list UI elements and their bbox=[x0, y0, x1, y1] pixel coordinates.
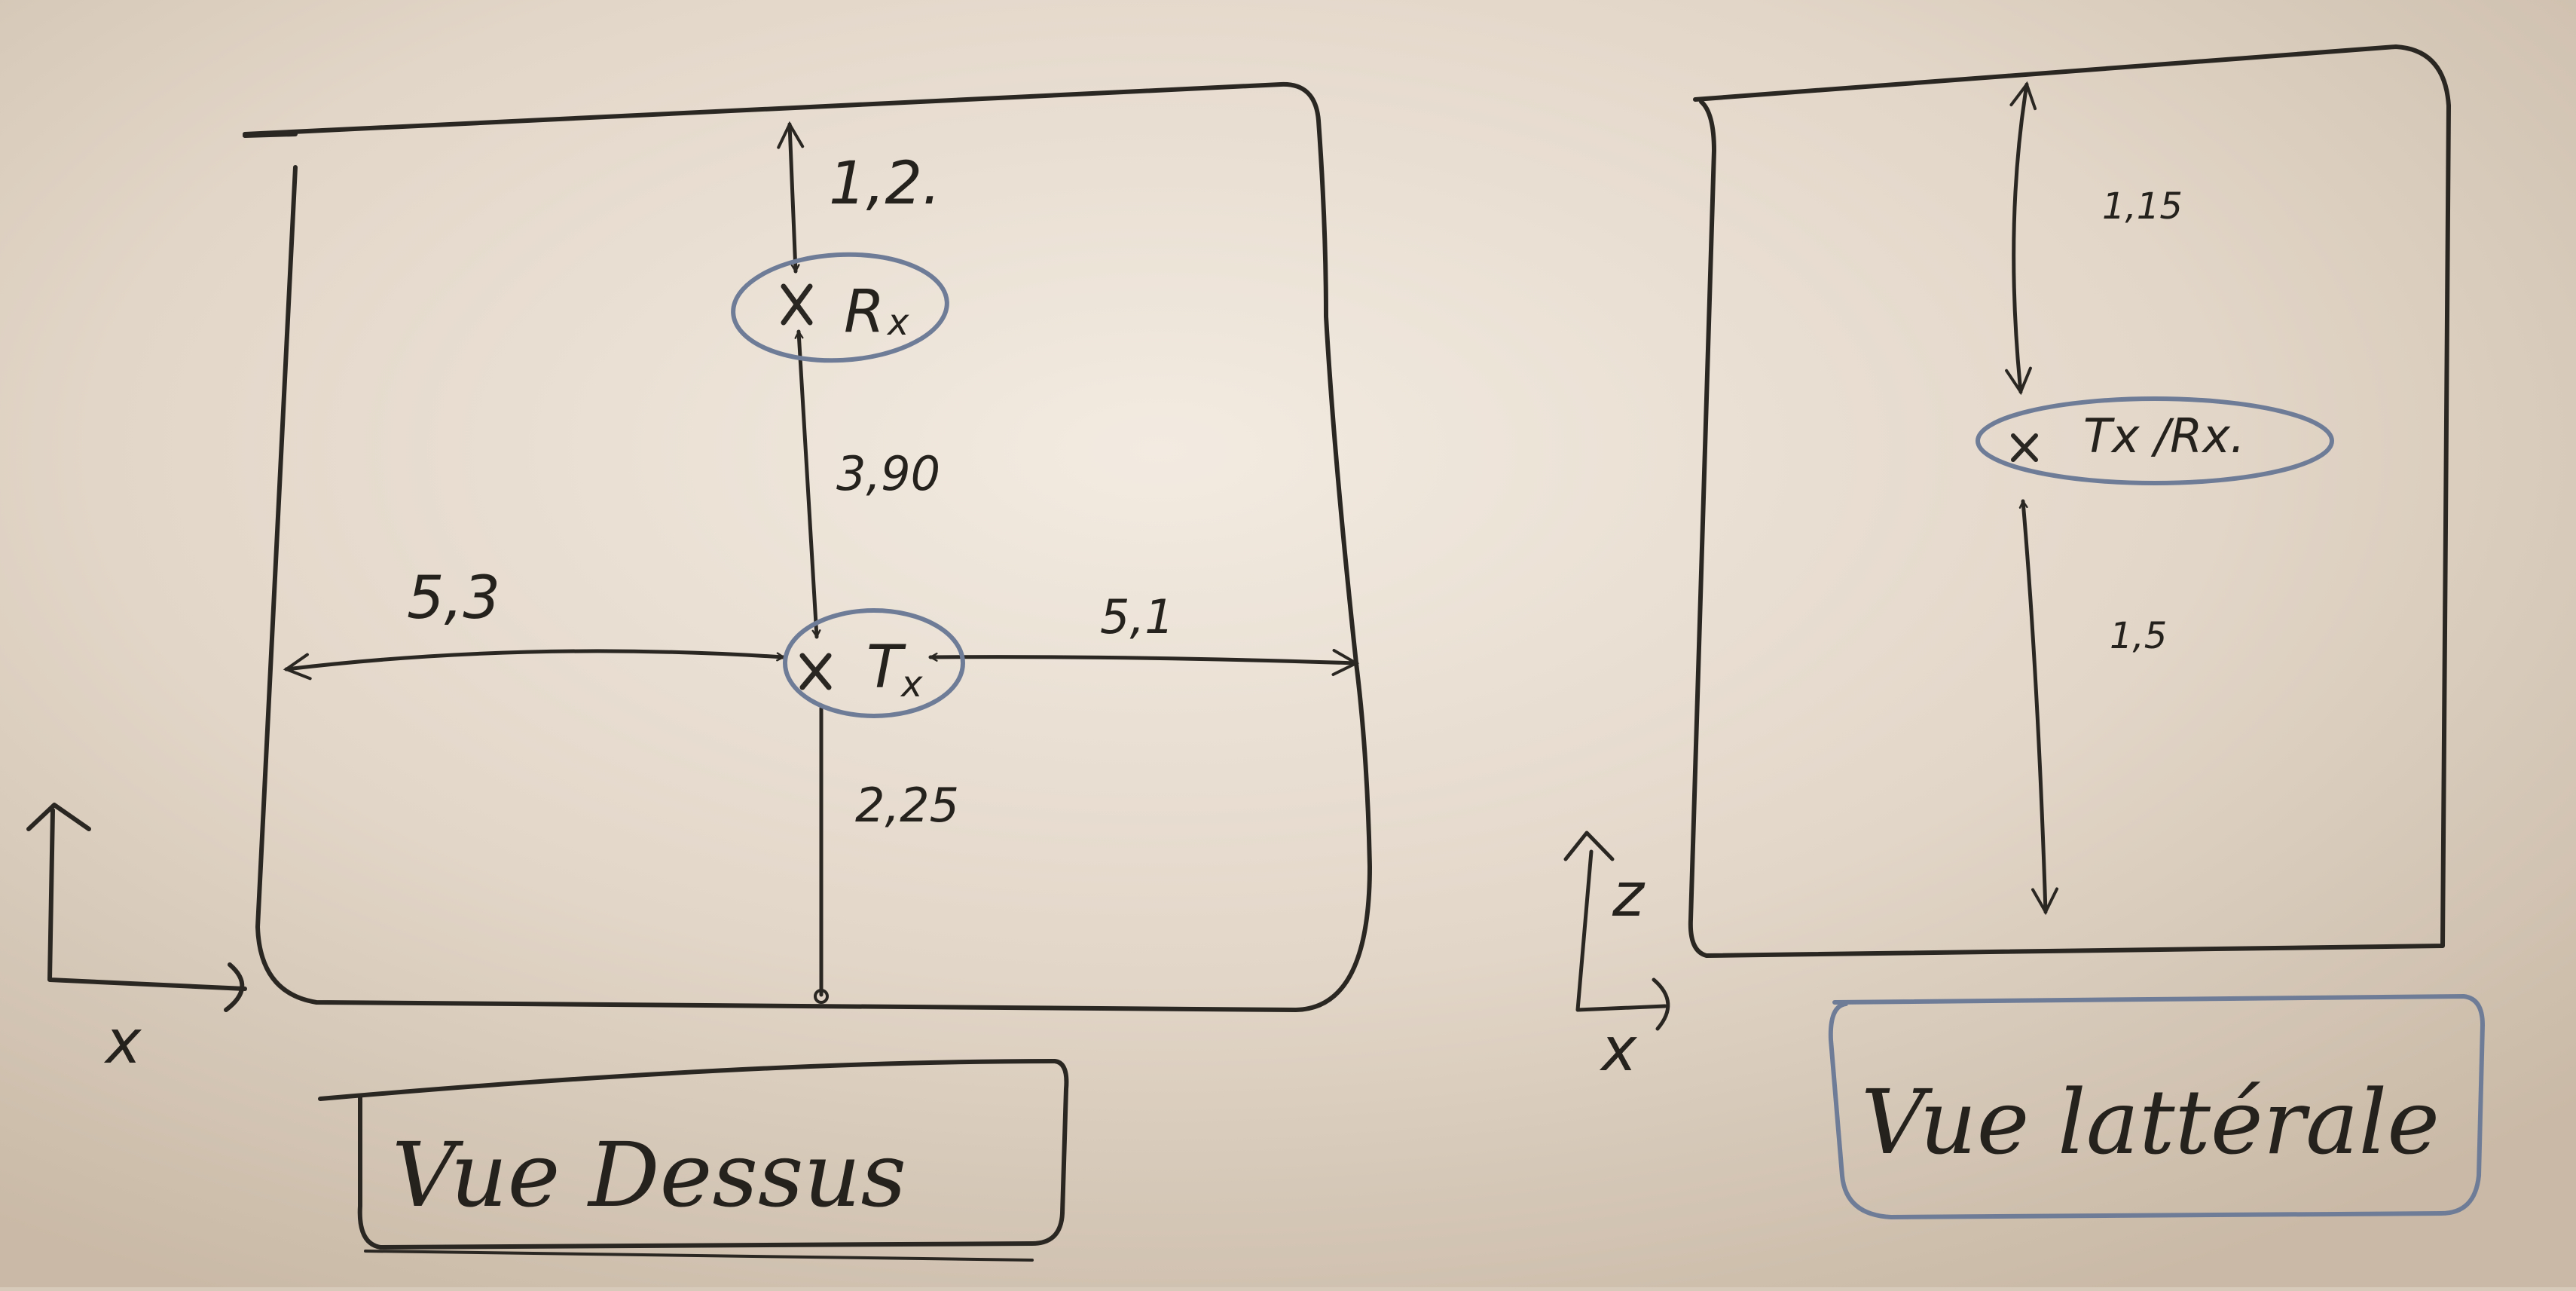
top-view: R x T x 1,2. 3,90 5,3 5,1 2,25 x Vue Des… bbox=[26, 81, 1372, 1262]
side-dim-line-bottom bbox=[2023, 499, 2046, 912]
receiver-subscript: x bbox=[886, 301, 909, 344]
side-device-label: Tx /Rx. bbox=[2083, 408, 2245, 463]
side-view-axis-icon bbox=[1563, 831, 1670, 1031]
side-view-title: Vue lattérale bbox=[1861, 1070, 2440, 1174]
dim-left-label: 5,3 bbox=[407, 564, 500, 632]
side-dim-top-label: 1,15 bbox=[2102, 185, 2183, 228]
side-view: Tx /Rx. 1,15 1,5 z x Vue lattérale bbox=[1563, 44, 2485, 1219]
receiver-label: R bbox=[844, 278, 885, 346]
side-view-title-box bbox=[1828, 994, 2485, 1219]
side-view-axis-x: x bbox=[1599, 1014, 1638, 1085]
transmitter-label: T bbox=[866, 634, 906, 702]
receiver-circle bbox=[731, 252, 949, 363]
top-view-title-box bbox=[318, 1059, 1069, 1250]
top-view-axis-x: x bbox=[103, 1007, 142, 1077]
dim-line-rx-tx bbox=[799, 329, 817, 639]
receiver-marker-icon bbox=[781, 283, 813, 326]
side-view-room-outline bbox=[1688, 44, 2451, 958]
top-view-title: Vue Dessus bbox=[392, 1123, 906, 1227]
transmitter-marker-icon bbox=[799, 653, 832, 690]
dim-line-bottom-end bbox=[814, 989, 829, 1004]
top-view-axis-icon bbox=[26, 803, 247, 1012]
transmitter-circle bbox=[783, 608, 965, 718]
side-device-marker-icon bbox=[2011, 433, 2038, 462]
dim-rx-tx-label: 3,90 bbox=[836, 446, 940, 501]
dim-line-right bbox=[928, 657, 1356, 663]
side-dim-line-top bbox=[2005, 81, 2037, 396]
dim-right-label: 5,1 bbox=[1100, 589, 1175, 644]
dim-top-label: 1,2. bbox=[829, 150, 941, 218]
top-view-top-edge bbox=[243, 132, 298, 138]
dim-bottom-label: 2,25 bbox=[855, 778, 959, 833]
transmitter-subscript: x bbox=[900, 663, 923, 705]
dim-line-top bbox=[790, 124, 796, 274]
side-device-circle bbox=[1976, 396, 2334, 485]
top-view-title-underline bbox=[364, 1250, 1034, 1262]
dim-line-left bbox=[286, 649, 786, 669]
side-view-axis-z: z bbox=[1612, 860, 1646, 930]
side-dim-bottom-label: 1,5 bbox=[2110, 615, 2167, 657]
